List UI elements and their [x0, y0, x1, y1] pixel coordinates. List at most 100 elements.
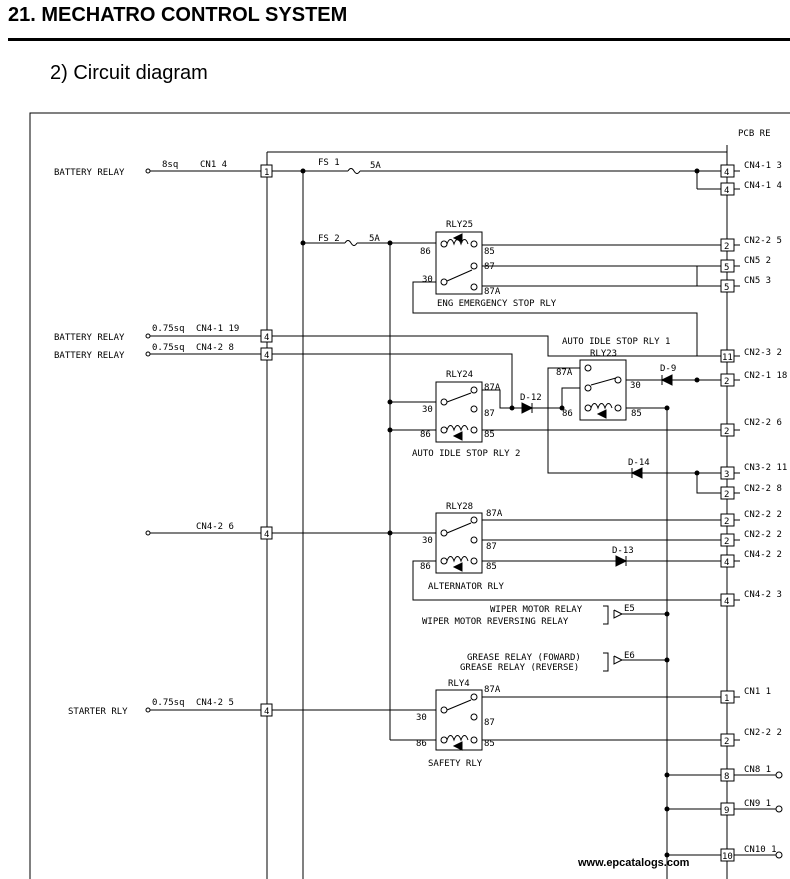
relay-rly28: RLY28 87A 30 87 86 85 ALTERNATOR RLY — [412, 502, 721, 601]
svg-text:CN4-2 2: CN4-2 2 — [744, 550, 782, 560]
svg-text:CN2-2 5: CN2-2 5 — [744, 236, 782, 246]
svg-text:CN4-1 4: CN4-1 4 — [744, 181, 782, 191]
output-cn2-1-18: 2 CN2-1 18 — [720, 371, 787, 387]
output-cn2-3-2: 11 CN2-3 2 — [720, 348, 782, 363]
svg-text:2: 2 — [724, 537, 729, 547]
svg-text:86: 86 — [562, 409, 573, 419]
svg-text:2: 2 — [724, 377, 729, 387]
input-battery-relay-2: BATTERY RELAY 0.75sq CN4-1 19 4 — [54, 324, 721, 357]
svg-text:CN4-1 3: CN4-1 3 — [744, 161, 782, 171]
svg-text:30: 30 — [422, 405, 433, 415]
svg-text:CN2-3 2: CN2-3 2 — [744, 348, 782, 358]
svg-text:2: 2 — [724, 490, 729, 500]
relay-caption: ENG EMERGENCY STOP RLY — [437, 299, 557, 309]
input-battery-relay-3: BATTERY RELAY 0.75sq CN4-2 8 4 — [54, 343, 513, 408]
svg-text:2: 2 — [724, 517, 729, 527]
wiper-group: WIPER MOTOR RELAY WIPER MOTOR REVERSING … — [422, 604, 670, 627]
svg-text:30: 30 — [422, 275, 433, 285]
svg-text:2: 2 — [724, 737, 729, 747]
relay-rly23: AUTO IDLE STOP RLY 1 RLY23 87A 30 86 85 — [547, 337, 721, 474]
fuse-fs1: FS 1 5A — [272, 158, 721, 190]
svg-text:E6: E6 — [624, 651, 635, 661]
svg-text:0.75sq: 0.75sq — [152, 698, 185, 708]
svg-text:85: 85 — [484, 739, 495, 749]
diode-d14: D-14 — [628, 458, 721, 494]
input-conn: CN1 4 — [200, 160, 227, 170]
relay-caption: AUTO IDLE STOP RLY 1 — [562, 337, 670, 347]
svg-text:CN1 1: CN1 1 — [744, 687, 771, 697]
svg-text:1: 1 — [724, 694, 729, 704]
svg-text:4: 4 — [264, 707, 269, 717]
svg-text:CN5 2: CN5 2 — [744, 256, 771, 266]
relay-rly4: RLY4 87A 30 87 86 85 SAFETY RLY — [390, 679, 721, 769]
svg-text:85: 85 — [484, 430, 495, 440]
svg-text:87A: 87A — [486, 509, 503, 519]
relay-id: RLY24 — [446, 370, 473, 380]
input-label: STARTER RLY — [68, 707, 128, 717]
svg-text:CN4-2 5: CN4-2 5 — [196, 698, 234, 708]
svg-text:WIPER MOTOR RELAY: WIPER MOTOR RELAY — [490, 605, 583, 615]
svg-text:CN10 1: CN10 1 — [744, 845, 777, 855]
svg-text:3: 3 — [724, 470, 729, 480]
relay-rly24: RLY24 87A 30 87 86 85 AUTO IDLE STOP RLY… — [387, 370, 721, 459]
svg-text:2: 2 — [724, 427, 729, 437]
svg-text:CN8 1: CN8 1 — [744, 765, 771, 775]
svg-text:30: 30 — [416, 713, 427, 723]
relay-rly25: RLY25 86 85 30 87 87A ENG EMERGENCY STOP… — [412, 220, 721, 356]
relay-caption: AUTO IDLE STOP RLY 2 — [412, 449, 520, 459]
svg-text:CN2-2 2: CN2-2 2 — [744, 530, 782, 540]
output-cn2-2-c: 2 CN2-2 2 — [720, 728, 782, 747]
grease-group: GREASE RELAY (FOWARD) GREASE RELAY (REVE… — [460, 651, 670, 673]
svg-text:CN4-2 6: CN4-2 6 — [196, 522, 234, 532]
diagram-frame — [29, 112, 790, 879]
output-cn2-2-6: 2 CN2-2 6 — [720, 418, 782, 437]
svg-text:CN2-1 18: CN2-1 18 — [744, 371, 787, 381]
relay-id: RLY25 — [446, 220, 473, 230]
svg-text:86: 86 — [416, 739, 427, 749]
svg-text:CN4-1 19: CN4-1 19 — [196, 324, 239, 334]
svg-text:30: 30 — [422, 536, 433, 546]
svg-text:0.75sq: 0.75sq — [152, 324, 185, 334]
title-rule — [8, 38, 790, 41]
relay-caption: SAFETY RLY — [428, 759, 483, 769]
svg-text:87: 87 — [486, 542, 497, 552]
page-title: 21. MECHATRO CONTROL SYSTEM — [8, 4, 348, 26]
svg-text:4: 4 — [264, 351, 269, 361]
diode-label: D-9 — [660, 364, 676, 374]
svg-text:WIPER MOTOR REVERSING RELAY: WIPER MOTOR REVERSING RELAY — [422, 617, 569, 627]
svg-text:9: 9 — [724, 806, 729, 816]
fuse-fs2: FS 2 5A — [300, 234, 436, 246]
svg-text:85: 85 — [486, 562, 497, 572]
svg-text:GREASE RELAY (FOWARD): GREASE RELAY (FOWARD) — [467, 653, 581, 663]
input-label: BATTERY RELAY — [54, 168, 125, 178]
svg-text:4: 4 — [264, 333, 269, 343]
input-wire: 8sq — [162, 160, 178, 170]
svg-text:CN2-2 6: CN2-2 6 — [744, 418, 782, 428]
svg-text:CN2-2 2: CN2-2 2 — [744, 728, 782, 738]
svg-text:86: 86 — [420, 430, 431, 440]
svg-text:87A: 87A — [556, 368, 573, 378]
svg-text:10: 10 — [722, 852, 733, 862]
diode-d13: D-13 — [612, 546, 634, 567]
fuse-name: FS 2 — [318, 234, 340, 244]
input-label: BATTERY RELAY — [54, 333, 125, 343]
diode-d9: D-9 — [660, 364, 700, 386]
input-pin: 1 — [264, 168, 269, 178]
svg-text:11: 11 — [722, 353, 733, 363]
svg-text:2: 2 — [724, 242, 729, 252]
svg-text:86: 86 — [420, 562, 431, 572]
pcb-label: PCB RE — [738, 129, 771, 139]
svg-text:87A: 87A — [484, 287, 501, 297]
svg-text:87A: 87A — [484, 685, 501, 695]
svg-text:85: 85 — [631, 409, 642, 419]
svg-text:CN4-2 3: CN4-2 3 — [744, 590, 782, 600]
svg-text:5: 5 — [724, 283, 729, 293]
output-cn2-2-5: 2 CN2-2 5 — [720, 236, 782, 252]
